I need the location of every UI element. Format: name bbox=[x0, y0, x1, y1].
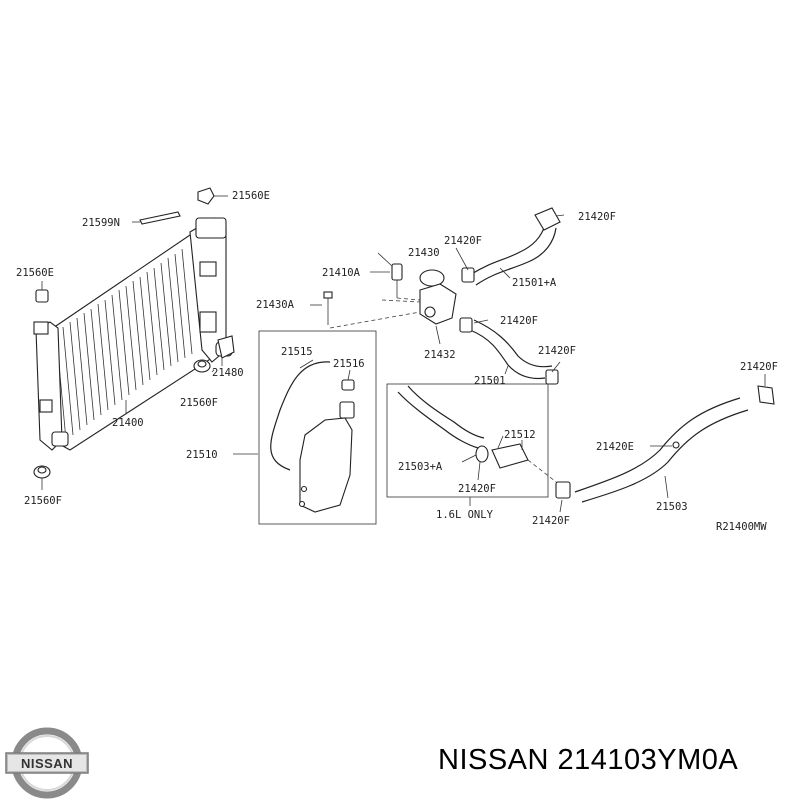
label-1-6L-only: 1.6L ONLY bbox=[436, 509, 494, 521]
label-21515: 21515 bbox=[281, 346, 313, 358]
label-21420F-f: 21420F bbox=[458, 483, 496, 495]
water-outlet-assembly bbox=[310, 263, 457, 329]
label-21512: 21512 bbox=[504, 429, 536, 441]
label-21560E-left: 21560E bbox=[16, 267, 54, 279]
label-21420F-g: 21420F bbox=[532, 515, 570, 527]
label-21501: 21501 bbox=[474, 375, 506, 387]
label-21599N: 21599N bbox=[82, 217, 120, 229]
seal-21599N bbox=[132, 211, 181, 225]
label-21560E-top: 21560E bbox=[232, 190, 270, 202]
leader-lines bbox=[41, 214, 766, 513]
label-21420F-a: 21420F bbox=[444, 235, 482, 247]
hose-21501 bbox=[459, 317, 559, 385]
label-21516: 21516 bbox=[333, 358, 365, 370]
mount-21560F-bottom bbox=[33, 465, 51, 479]
label-21510: 21510 bbox=[186, 449, 218, 461]
label-21420F-c: 21420F bbox=[500, 315, 538, 327]
label-21420F-d: 21420F bbox=[538, 345, 576, 357]
label-21400: 21400 bbox=[112, 417, 144, 429]
label-21430A: 21430A bbox=[256, 299, 295, 311]
label-21430: 21430 bbox=[408, 247, 440, 259]
label-21501A: 21501+A bbox=[512, 277, 557, 289]
upper-hose-21501A bbox=[461, 207, 561, 286]
part-number-title: NISSAN 214103YM0A bbox=[438, 744, 739, 776]
label-21560F-bottom: 21560F bbox=[24, 495, 62, 507]
label-21560F-mid: 21560F bbox=[180, 397, 218, 409]
label-21432: 21432 bbox=[424, 349, 456, 361]
nissan-logo: NISSAN bbox=[5, 727, 89, 799]
diagram-reference: R21400MW bbox=[716, 521, 767, 533]
box-1-6L-only bbox=[386, 383, 561, 506]
label-21420E: 21420E bbox=[596, 441, 634, 453]
bolt-21480 bbox=[217, 335, 235, 366]
lower-hose-21503 bbox=[555, 385, 775, 503]
label-21420F-b: 21420F bbox=[578, 211, 616, 223]
label-21503: 21503 bbox=[656, 501, 688, 513]
radiator-21400 bbox=[33, 217, 233, 451]
mount-21560F-mid bbox=[193, 359, 211, 373]
label-21480: 21480 bbox=[212, 367, 244, 379]
mount-21560E-left bbox=[35, 281, 49, 303]
mount-21560E-top bbox=[197, 187, 228, 205]
logo-wordmark: NISSAN bbox=[21, 756, 73, 771]
label-21503A: 21503+A bbox=[398, 461, 443, 473]
label-21410A: 21410A bbox=[322, 267, 361, 279]
label-21420F-e: 21420F bbox=[740, 361, 778, 373]
